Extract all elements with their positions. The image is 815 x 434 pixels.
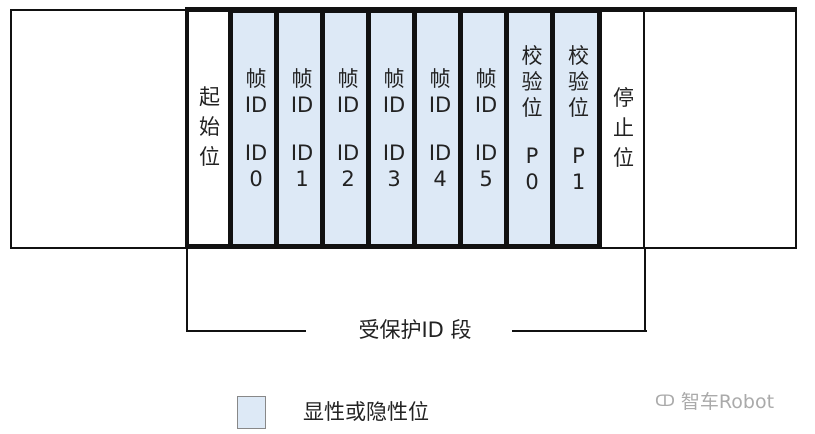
cell-text: ID: [382, 92, 406, 117]
cell-text: 1: [295, 166, 309, 191]
stop-bit-label: 停 止 位: [613, 83, 634, 173]
cell-text: 帧: [245, 66, 267, 91]
cell-text: ID: [474, 92, 498, 117]
cell-text: 3: [387, 166, 401, 191]
cell-text: ID: [290, 92, 314, 117]
start-bit: 起 始 位: [185, 9, 230, 249]
bracket-left-vertical: [186, 249, 188, 332]
cell-text: 4: [433, 166, 447, 191]
cell-text: 5: [479, 166, 493, 191]
cell-text: 帧: [429, 66, 451, 91]
cell-text: 校: [568, 44, 589, 68]
watermark: ↀ 智车Robot: [655, 387, 774, 414]
char: 止: [613, 116, 634, 140]
cell-text: ID: [336, 92, 360, 117]
cell-text: ID: [244, 140, 268, 165]
char: 始: [199, 114, 220, 139]
wechat-icon: ↀ: [655, 391, 675, 410]
stop-bit: 停 止 位: [602, 9, 645, 249]
cell-text: 验: [568, 70, 589, 94]
cell-text: 校: [521, 44, 543, 68]
cell-text: ID: [244, 92, 268, 117]
cell-text: ID: [290, 140, 314, 165]
cell-text: ID: [428, 92, 452, 117]
cell-text: P: [525, 144, 539, 168]
cell-text: 位: [521, 96, 543, 120]
cell-text: 帧: [291, 66, 313, 91]
char: 位: [199, 144, 220, 169]
bracket-right-horizontal: [512, 330, 647, 332]
legend-swatch: [237, 396, 266, 429]
char: 停: [613, 86, 634, 110]
cell-text: ID: [474, 140, 498, 165]
cell-text: 2: [341, 166, 355, 191]
cell-text: ID: [336, 140, 360, 165]
cell-text: ID: [382, 140, 406, 165]
cell-text: 1: [571, 170, 586, 194]
protected-id-label: 受保护ID 段: [358, 318, 472, 342]
cell-text: 验: [521, 70, 543, 94]
bracket-right-vertical: [644, 249, 646, 332]
cell-text: 0: [525, 170, 539, 194]
cell-text: 帧: [475, 66, 497, 91]
cell-text: 位: [568, 96, 589, 120]
start-bit-label: 起 始 位: [199, 82, 220, 172]
bracket-left-horizontal: [186, 330, 306, 332]
idle-box-right: [643, 9, 797, 249]
parity-right-border: [597, 9, 602, 249]
legend-label: 显性或隐性位: [303, 400, 429, 424]
idle-box-left: [10, 9, 188, 249]
cell-text: P: [572, 144, 585, 168]
watermark-text: 智车Robot: [680, 391, 775, 413]
char: 位: [613, 146, 634, 170]
char: 起: [199, 84, 220, 109]
cell-text: 0: [249, 166, 263, 191]
cell-text: 帧: [337, 66, 359, 91]
cell-text: ID: [428, 140, 452, 165]
cell-text: 帧: [383, 66, 405, 91]
